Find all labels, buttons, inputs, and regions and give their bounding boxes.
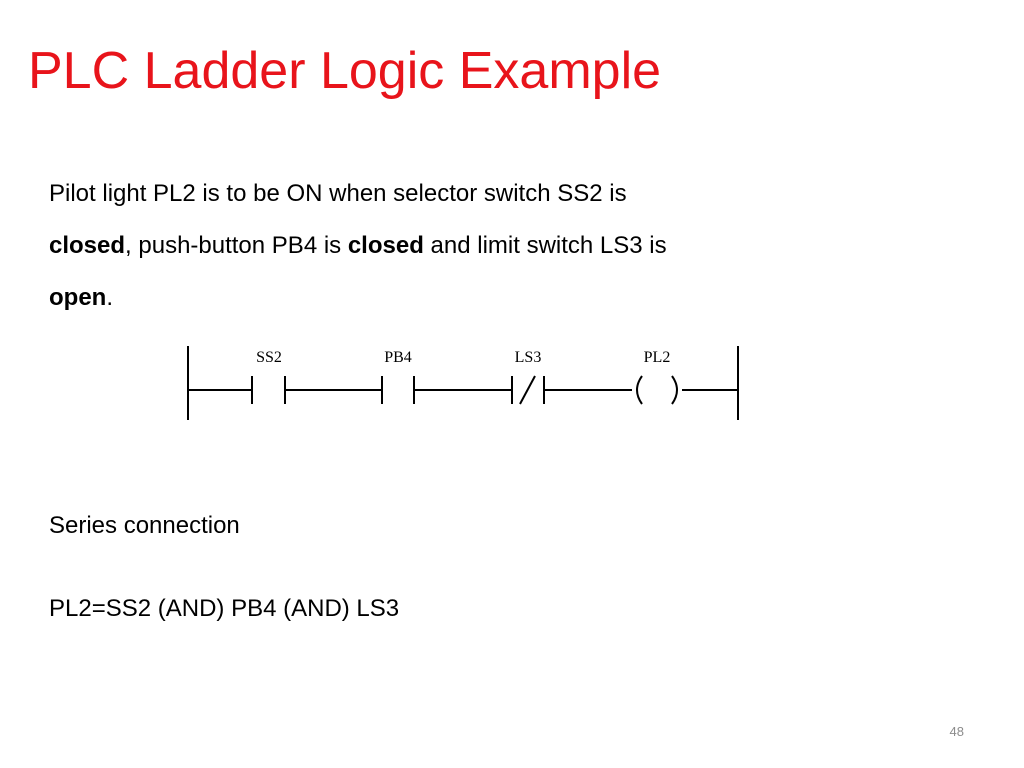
pb4-label: PB4 (384, 349, 412, 366)
ss2-normally-open-contact (251, 376, 286, 404)
page-number: 48 (949, 724, 964, 739)
slide-title: PLC Ladder Logic Example (28, 42, 662, 100)
statement-part-3: and limit switch LS3 is (423, 232, 667, 259)
ladder-diagram: SS2 PB4 LS3 PL2 (187, 346, 739, 420)
statement-bold-closed-2: closed (347, 232, 424, 259)
ls3-normally-closed-contact (511, 375, 545, 405)
ls3-label: LS3 (515, 349, 542, 366)
statement-part-2: , push-button PB4 is (125, 232, 348, 259)
pb4-normally-open-contact (381, 376, 415, 404)
logic-formula: PL2=SS2 (AND) PB4 (AND) LS3 (49, 595, 400, 622)
ss2-label: SS2 (256, 349, 282, 366)
statement-part-4: . (106, 284, 113, 311)
statement-bold-open: open (49, 284, 107, 311)
pl2-output-coil (636, 375, 678, 405)
statement-part-1: Pilot light PL2 is to be ON when selecto… (49, 180, 627, 207)
pl2-label: PL2 (644, 349, 671, 366)
problem-statement: Pilot light PL2 is to be ON when selecto… (49, 168, 889, 324)
statement-bold-closed-1: closed (49, 232, 126, 259)
series-connection-text: Series connection (49, 512, 240, 539)
